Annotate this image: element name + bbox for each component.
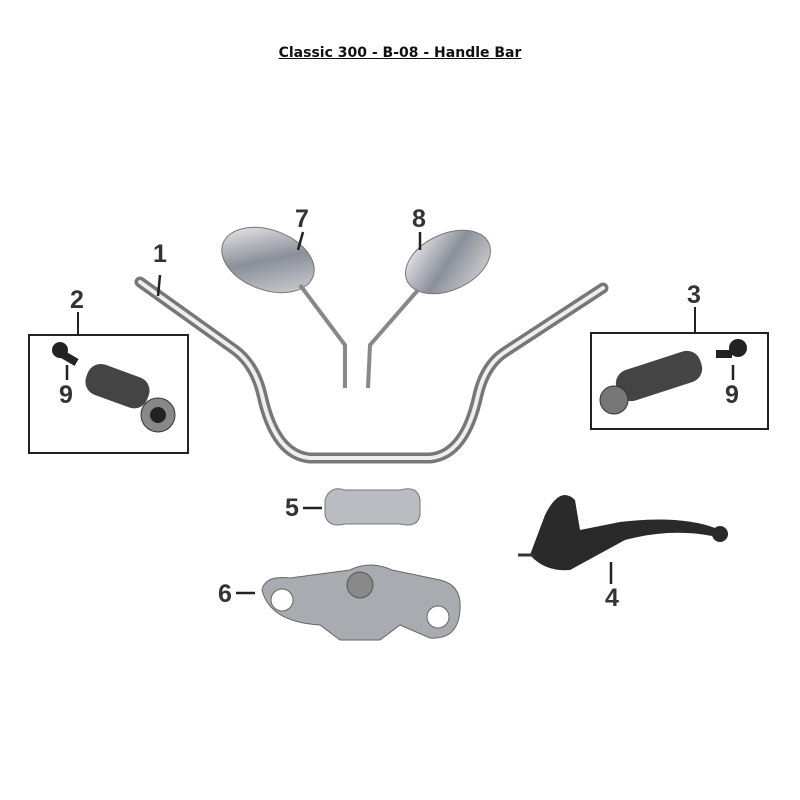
left-screw [52,342,79,366]
handlebar-clamp [324,488,421,526]
callout-4: 4 [605,584,619,612]
callout-3: 3 [687,281,701,309]
top-yoke [261,564,461,641]
left-grip [85,363,176,433]
right-grip [599,350,703,415]
callout-2: 2 [70,286,84,314]
diagram-title: Classic 300 - B-08 - Handle Bar [278,45,522,61]
callout-5: 5 [285,494,299,522]
callout-9-left: 9 [59,381,73,409]
callout-6: 6 [218,580,232,608]
callout-9-right: 9 [725,381,739,409]
left-grip-box [28,334,189,454]
right-screw [716,339,747,358]
right-grip-box [590,332,769,430]
handlebar [134,276,609,464]
callout-8: 8 [412,205,426,233]
callout-1: 1 [153,240,167,268]
left-mirror [221,226,347,388]
clutch-lever [518,495,728,571]
right-mirror [366,229,491,389]
callout-7: 7 [295,205,309,233]
